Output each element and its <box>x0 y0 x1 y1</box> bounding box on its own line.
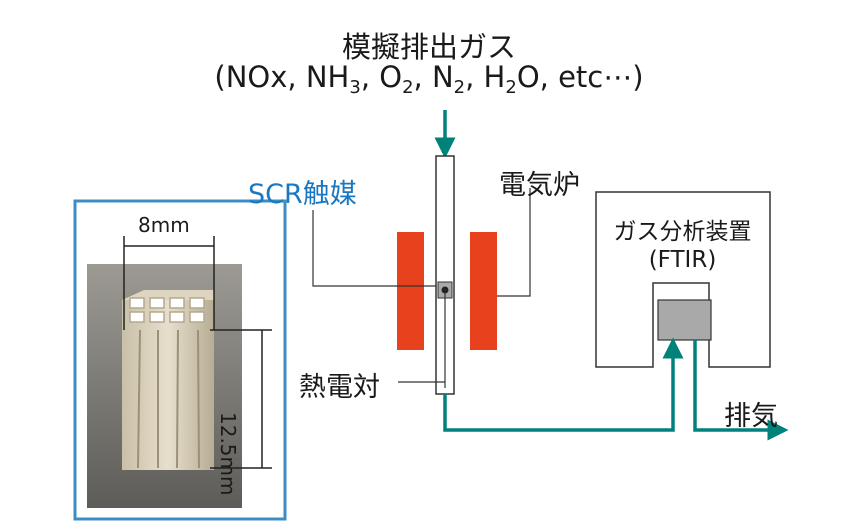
width-dimension-label: 8mm <box>138 213 190 237</box>
height-dimension-label: 12.5mm <box>216 412 240 496</box>
thermocouple-tip <box>441 286 449 294</box>
furnace-leader <box>497 188 531 297</box>
flow-to-analyzer <box>443 337 684 432</box>
analyzer-cell <box>657 299 712 341</box>
electric-furnace-label: 電気炉 <box>499 170 580 201</box>
gas-title: 模擬排出ガス <box>341 30 516 64</box>
scr-catalyst-label: SCR触媒 <box>248 179 357 210</box>
analyzer-label: ガス分析装置 <box>613 219 752 245</box>
width-dimension <box>123 236 272 469</box>
photo-frame <box>73 199 287 521</box>
honeycomb-catalyst-block <box>122 290 214 470</box>
thermocouple-label: 熱電対 <box>299 372 380 403</box>
analyzer-model-label: (FTIR) <box>648 247 717 273</box>
furnace-heater-left <box>397 232 424 350</box>
gas-composition: (NOx, NH3, O2, N2, H2O, etc⋯) <box>214 60 644 98</box>
analyzer-box <box>595 191 771 368</box>
exhaust-label: 排気 <box>724 401 778 432</box>
furnace-heater-right <box>470 232 497 350</box>
exhaust-arrow <box>693 340 789 441</box>
scr-leader <box>312 210 436 287</box>
